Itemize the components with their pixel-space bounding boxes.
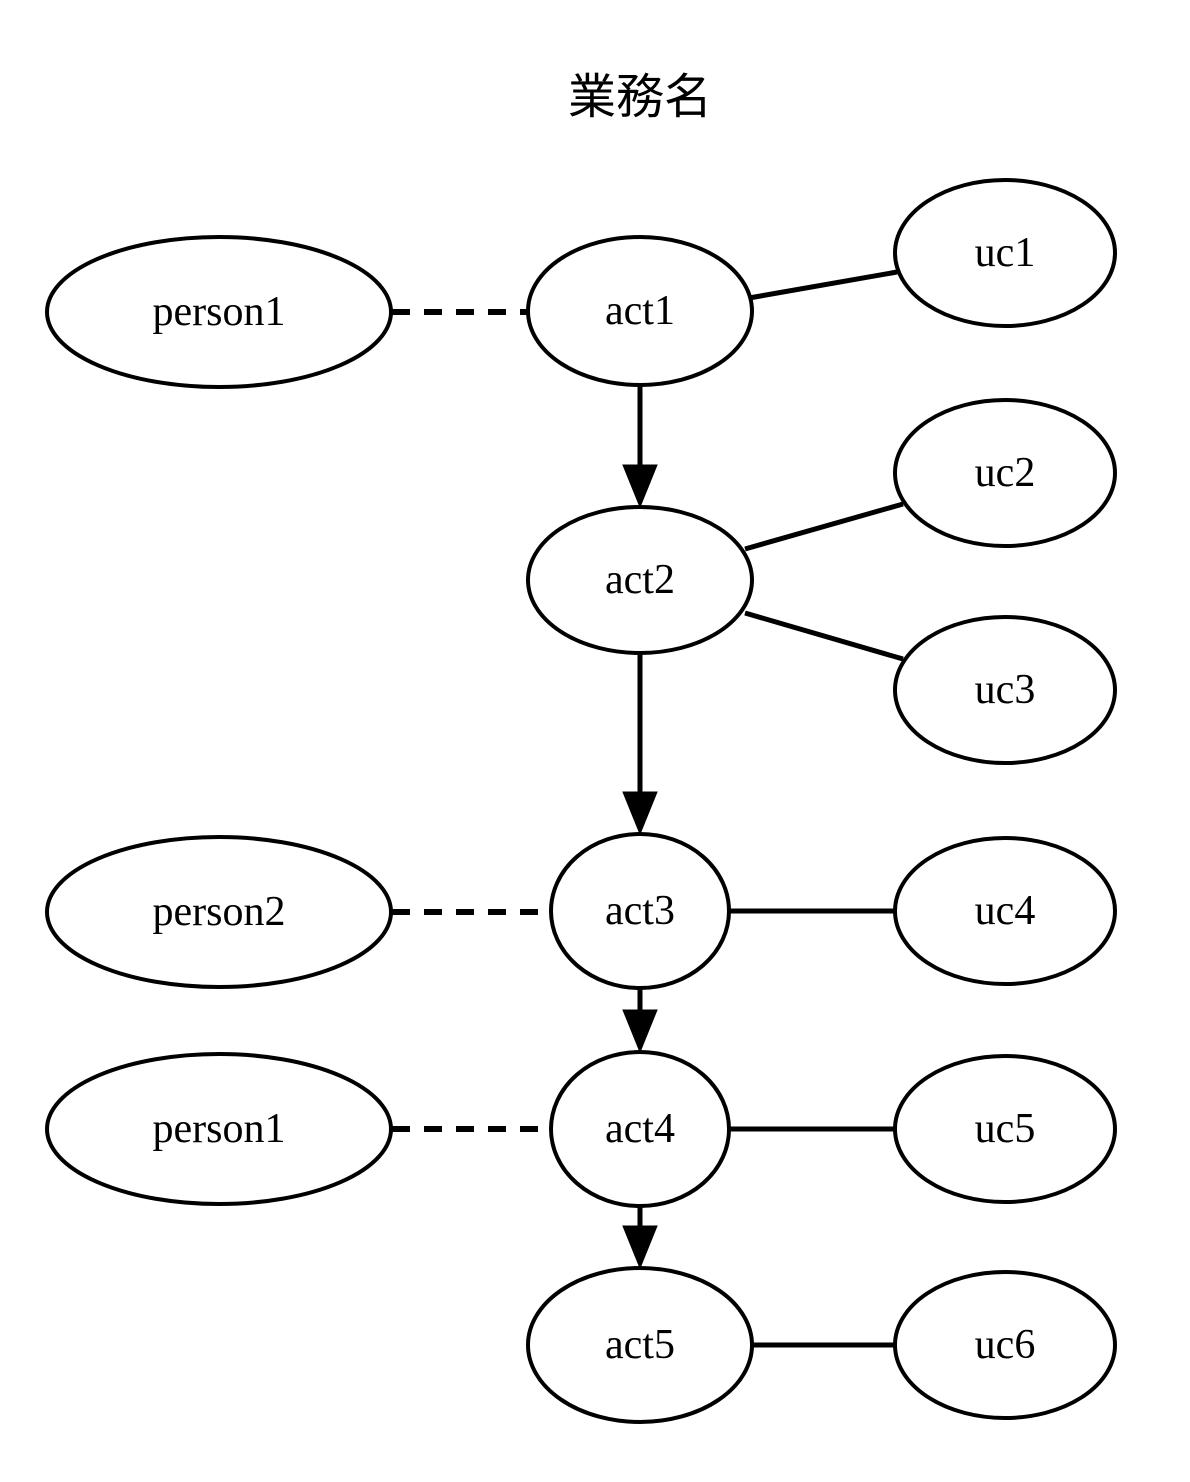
node-label: act1 xyxy=(605,288,675,334)
node-uc4[interactable]: uc4 xyxy=(893,836,1117,986)
node-label: person1 xyxy=(153,289,286,335)
node-uc6[interactable]: uc6 xyxy=(893,1270,1117,1420)
edge-line xyxy=(744,610,904,662)
node-ellipse-activity xyxy=(549,832,731,990)
node-label: act3 xyxy=(605,888,675,934)
node-label: uc4 xyxy=(975,888,1036,934)
node-ellipse-activity xyxy=(549,1050,731,1208)
node-act2[interactable]: act2 xyxy=(526,505,754,655)
node-act5[interactable]: act5 xyxy=(526,1266,754,1424)
graph-title: 業務名 xyxy=(568,71,712,124)
node-label: act4 xyxy=(605,1106,675,1152)
edge-act2-to-uc3[interactable] xyxy=(744,610,904,662)
node-ellipse-usecase xyxy=(893,398,1117,548)
node-label: uc5 xyxy=(975,1106,1036,1152)
node-ellipse-usecase xyxy=(893,178,1117,328)
node-uc2[interactable]: uc2 xyxy=(893,398,1117,548)
edge-line xyxy=(744,501,904,552)
node-label: uc6 xyxy=(975,1322,1036,1368)
node-person2[interactable]: person2 xyxy=(45,835,393,989)
edge-line xyxy=(748,269,898,301)
node-label: uc3 xyxy=(975,667,1036,713)
node-ellipse-usecase xyxy=(893,1270,1117,1420)
edge-act3-to-act4[interactable] xyxy=(622,988,658,1054)
edge-act2-to-uc2[interactable] xyxy=(744,501,904,552)
node-ellipse-activity xyxy=(526,1266,754,1424)
node-ellipse-usecase xyxy=(893,836,1117,986)
edges-layer xyxy=(392,269,904,1348)
edge-act4-to-act5[interactable] xyxy=(622,1206,658,1270)
node-label: person2 xyxy=(153,889,286,935)
node-uc1[interactable]: uc1 xyxy=(893,178,1117,328)
edge-act1-to-act2[interactable] xyxy=(622,386,658,509)
node-label: uc1 xyxy=(975,230,1036,276)
arrowhead-icon xyxy=(622,1225,658,1270)
node-uc3[interactable]: uc3 xyxy=(893,615,1117,765)
nodes-layer: person1 act1 uc1 act2 uc2 uc3 person2 act3 uc4 pe… xyxy=(45,178,1117,1424)
node-uc5[interactable]: uc5 xyxy=(893,1054,1117,1204)
node-label: person1 xyxy=(153,1106,286,1152)
node-ellipse-usecase xyxy=(893,615,1117,765)
node-label: uc2 xyxy=(975,450,1036,496)
node-person1_top[interactable]: person1 xyxy=(45,235,393,389)
node-ellipse-activity xyxy=(526,505,754,655)
node-ellipse-actor xyxy=(45,1052,393,1206)
arrowhead-icon xyxy=(622,1009,658,1054)
node-label: act5 xyxy=(605,1322,675,1368)
node-ellipse-activity xyxy=(526,235,754,387)
arrowhead-icon xyxy=(622,464,658,509)
node-ellipse-actor xyxy=(45,235,393,389)
node-act1[interactable]: act1 xyxy=(526,235,754,387)
node-act4[interactable]: act4 xyxy=(549,1050,731,1208)
node-ellipse-usecase xyxy=(893,1054,1117,1204)
node-act3[interactable]: act3 xyxy=(549,832,731,990)
edge-act2-to-act3[interactable] xyxy=(622,654,658,836)
arrowhead-icon xyxy=(622,791,658,836)
node-person1_bot[interactable]: person1 xyxy=(45,1052,393,1206)
node-ellipse-actor xyxy=(45,835,393,989)
node-label: act2 xyxy=(605,557,675,603)
edge-act1-to-uc1[interactable] xyxy=(748,269,898,301)
